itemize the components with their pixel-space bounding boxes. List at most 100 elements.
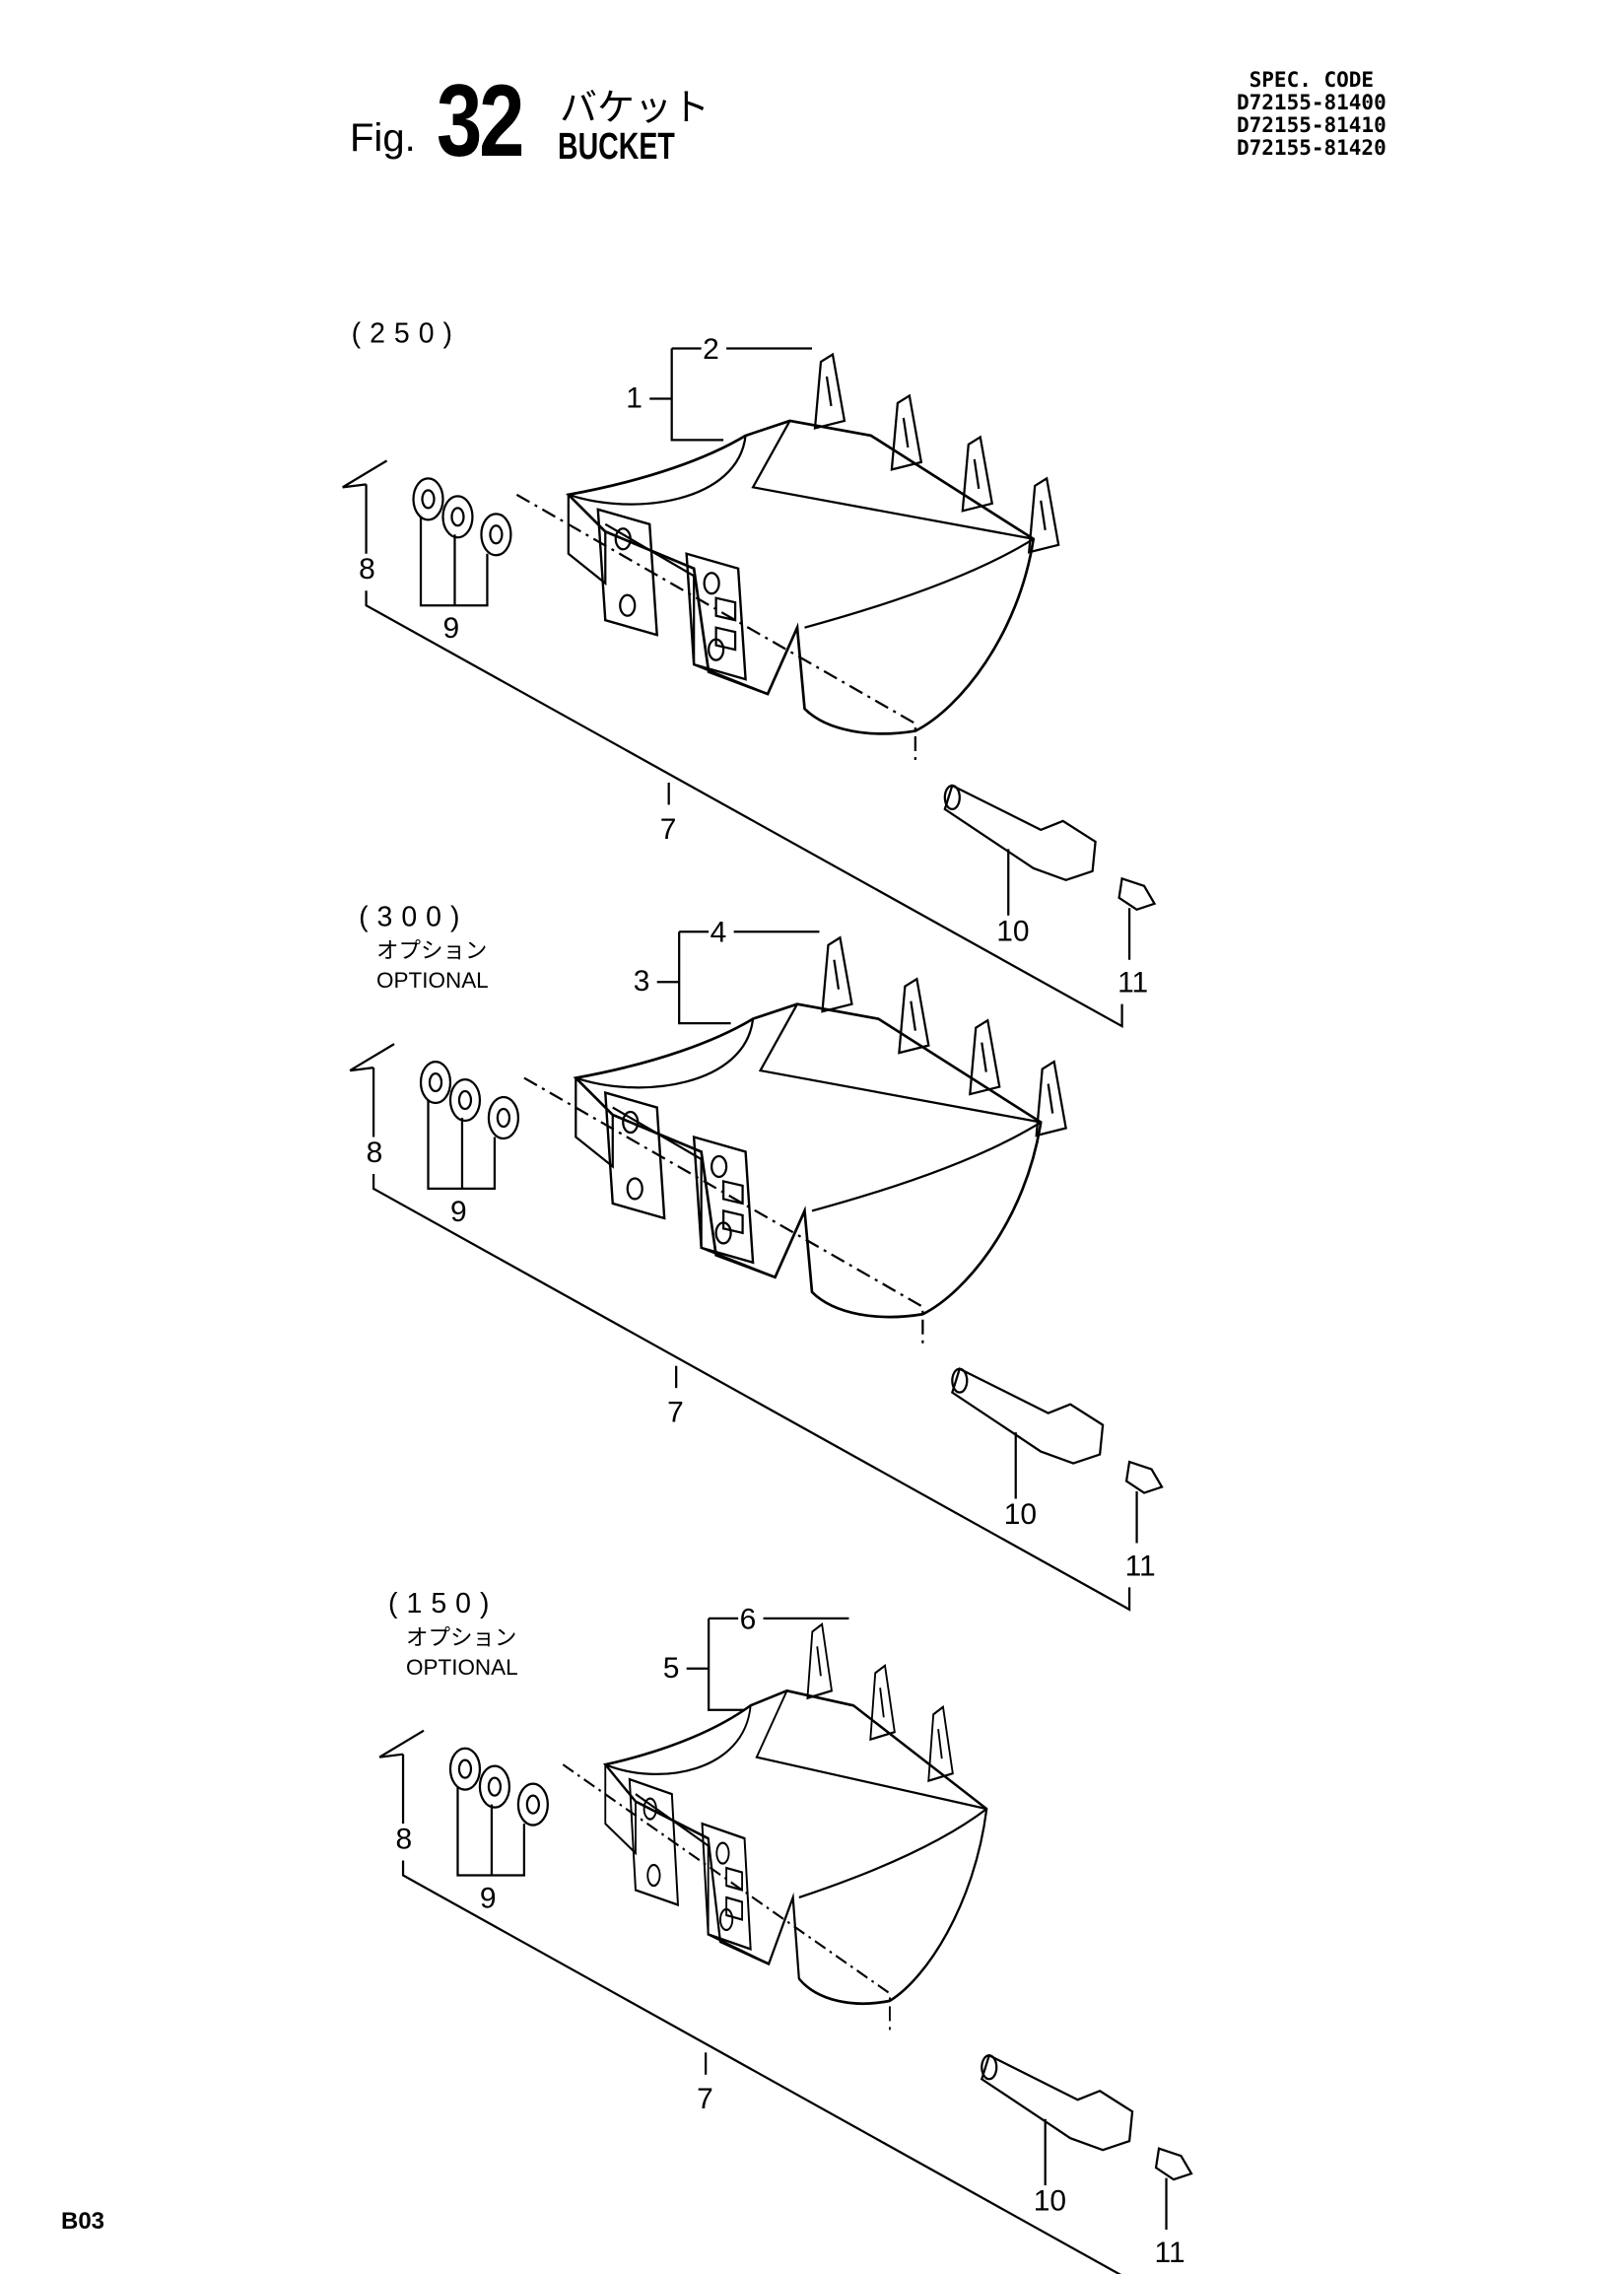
spec-code: D72155-81410 [1237, 113, 1387, 137]
callout-pin-assembly: 7 [660, 813, 677, 846]
washer [448, 1077, 482, 1123]
mounting-bracket [628, 1777, 680, 1907]
figure-prefix: Fig. [350, 116, 416, 160]
mounting-bracket [692, 1135, 755, 1265]
callout-pin-assembly: 7 [667, 1397, 684, 1429]
optional-label-jp: オプション [376, 938, 487, 963]
leader-line [427, 1100, 497, 1191]
cotter-pin [378, 1729, 425, 1825]
callout-grease-fitting: 11 [1117, 967, 1148, 999]
spec-code-block: SPEC. CODE D72155-81400 D72155-81410 D72… [1237, 69, 1387, 160]
title-japanese: バケット [560, 88, 710, 129]
grease-fitting [1117, 876, 1157, 912]
center-line [562, 1763, 891, 2031]
bucket-body [562, 1622, 988, 2031]
washer [412, 477, 444, 521]
spec-code: D72155-81400 [1237, 91, 1387, 114]
optional-label-jp: オプション [406, 1625, 516, 1650]
washer [516, 1782, 549, 1826]
leader-line [372, 1173, 1131, 1612]
washer-hole [450, 507, 465, 527]
optional-label-en: OPTIONAL [406, 1655, 518, 1680]
callout-bucket-assembly: 5 [663, 1652, 680, 1685]
callout-bucket-assembly: 3 [634, 965, 650, 998]
grease-fitting [1124, 1460, 1164, 1494]
callout-pin: 10 [1034, 2185, 1066, 2218]
cotter-pin [349, 1043, 395, 1137]
leader-line [1007, 849, 1131, 960]
washer-hole [421, 489, 436, 510]
pin-end [981, 2054, 998, 2081]
leader-line [649, 347, 812, 442]
bucket-edge [568, 420, 1035, 629]
leader-line [456, 1786, 526, 1877]
bucket-body [523, 935, 1067, 1344]
tooth [927, 1704, 954, 1783]
tooth [821, 935, 853, 1013]
callout-washers: 9 [480, 1882, 497, 1914]
cotter-pin [342, 459, 388, 554]
pin-end [943, 784, 961, 811]
callout-grease-fitting: 11 [1155, 2237, 1185, 2269]
bucket-pin [980, 2053, 1134, 2152]
tooth [961, 435, 994, 513]
washer [441, 495, 474, 539]
tooth [813, 352, 846, 430]
figure-number: 32 [437, 64, 524, 178]
bucket-shell [602, 1688, 988, 2005]
bucket-group: (300) オプション OPTIONAL 3 4 8 9 7 10 11 [349, 901, 1164, 1612]
spec-code-label: SPEC. CODE [1249, 68, 1375, 92]
leader-line [365, 590, 1123, 1029]
bracket-hole [614, 527, 632, 551]
bucket-edge [575, 1003, 1042, 1212]
washer-hole [489, 524, 504, 545]
callout-washers: 9 [442, 612, 459, 645]
leader-line [419, 517, 489, 607]
callout-cotter-pin: 8 [367, 1137, 383, 1169]
tooth [898, 977, 930, 1055]
washer-hole [496, 1107, 511, 1129]
bucket-size-label: (150) [388, 1588, 498, 1619]
optional-label-en: OPTIONAL [376, 968, 489, 993]
tooth [890, 393, 923, 471]
callout-bucket-assembly: 1 [626, 381, 643, 414]
callout-pin: 10 [996, 915, 1029, 947]
mounting-bracket [701, 1822, 752, 1952]
bracket-hole [619, 593, 637, 617]
tooth [806, 1622, 834, 1700]
callout-pin-assembly: 7 [697, 2083, 713, 2115]
tooth [1035, 1060, 1067, 1137]
washer-hole [525, 1794, 540, 1815]
tooth [869, 1663, 896, 1742]
bucket-pin [943, 784, 1097, 882]
leader-line [656, 930, 820, 1025]
callout-cotter-pin: 8 [396, 1824, 413, 1856]
bucket-shell [573, 1002, 1043, 1319]
washer-hole [487, 1776, 503, 1797]
callout-grease-fitting: 11 [1125, 1550, 1156, 1582]
washer [480, 513, 512, 557]
bracket-hole [622, 1110, 640, 1135]
callout-tooth: 6 [740, 1603, 757, 1635]
bucket-body [515, 352, 1060, 761]
mounting-bracket [596, 508, 659, 637]
bracket-hole [710, 1154, 728, 1179]
bracket-hole [643, 1797, 657, 1821]
leader-line [1014, 1432, 1138, 1544]
bracket-hole [646, 1863, 661, 1888]
bucket-size-label: (250) [352, 318, 461, 350]
washer [478, 1764, 511, 1809]
callout-washers: 9 [450, 1196, 467, 1228]
bucket-shell [566, 419, 1036, 735]
bucket-group: (150) オプション OPTIONAL 5 6 8 9 7 10 11 [378, 1588, 1193, 2274]
center-line [523, 1076, 924, 1344]
spec-code: D72155-81420 [1237, 136, 1387, 160]
bucket-pin [950, 1367, 1105, 1465]
tooth [969, 1018, 1001, 1096]
page-code: B03 [61, 2208, 105, 2235]
bucket-size-label: (300) [359, 901, 468, 932]
callout-tooth: 4 [710, 917, 727, 949]
tooth [1027, 476, 1060, 554]
